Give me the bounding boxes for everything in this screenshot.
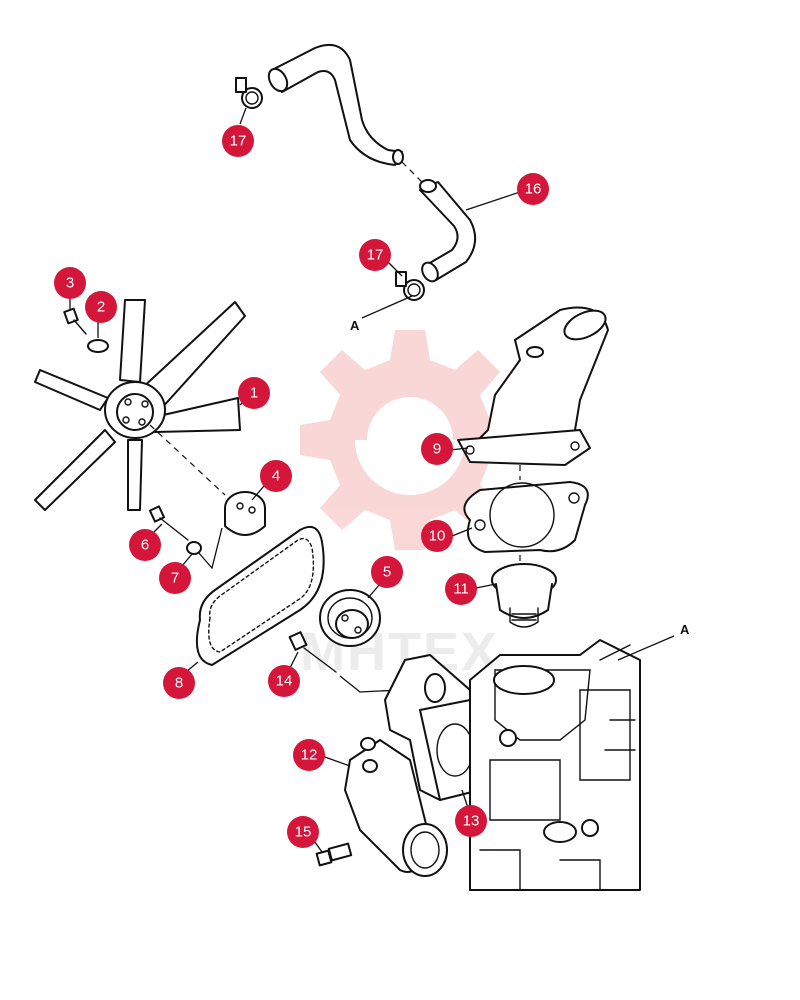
fan-axis-line — [149, 424, 226, 496]
cooling-fan — [34, 299, 246, 511]
fan-spacer — [224, 491, 266, 536]
pulley-bolt — [288, 631, 337, 673]
ref-label-a-lower: A — [680, 622, 690, 637]
watermark-gear-logo — [300, 330, 520, 550]
ref-label-a-upper: A — [350, 318, 360, 333]
svg-text:12: 12 — [301, 747, 318, 764]
svg-text:16: 16 — [525, 181, 542, 198]
drive-belt — [196, 526, 325, 666]
spacer-bolt — [148, 505, 189, 541]
svg-text:8: 8 — [175, 675, 183, 692]
svg-text:1: 1 — [250, 385, 258, 402]
spacer-washer — [186, 541, 202, 555]
callout-3: 3 — [54, 267, 86, 299]
lower-radiator-hose — [419, 179, 477, 283]
svg-text:17: 17 — [367, 247, 384, 264]
callout-4: 4 — [260, 460, 292, 492]
callout-7: 7 — [159, 562, 191, 594]
svg-text:17: 17 — [230, 133, 247, 150]
svg-text:9: 9 — [433, 441, 441, 458]
callout-11: 11 — [445, 573, 477, 605]
callout-12: 12 — [293, 739, 325, 771]
svg-text:13: 13 — [463, 813, 480, 830]
callout-5: 5 — [371, 556, 403, 588]
fan-bolt — [63, 307, 87, 335]
thermostat — [491, 563, 557, 628]
svg-text:14: 14 — [276, 673, 293, 690]
svg-text:15: 15 — [295, 824, 312, 841]
spacer-ref-line — [197, 527, 223, 570]
callout-10: 10 — [421, 520, 453, 552]
svg-text:5: 5 — [383, 564, 391, 581]
callout-9: 9 — [421, 433, 453, 465]
svg-text:2: 2 — [97, 299, 105, 316]
water-pump-pulley — [319, 589, 381, 647]
callout-14: 14 — [268, 665, 300, 697]
svg-text:11: 11 — [453, 581, 469, 598]
svg-text:4: 4 — [272, 468, 280, 485]
water-pump — [344, 654, 491, 877]
temperature-sensor — [315, 842, 353, 867]
fan-washer — [87, 339, 109, 353]
thermostat-gasket — [463, 481, 589, 553]
callout-15: 15 — [287, 816, 319, 848]
pulley-ref-line — [339, 675, 401, 693]
hose-clamp-lower — [395, 271, 425, 301]
ref-line-a-upper — [361, 295, 413, 319]
svg-text:3: 3 — [66, 275, 74, 292]
callout-6: 6 — [129, 529, 161, 561]
callout-16: 16 — [517, 173, 549, 205]
upper-radiator-hose — [267, 44, 404, 166]
callout-1: 1 — [238, 377, 270, 409]
callout-17-upper: 17 — [222, 125, 254, 157]
thermostat-housing — [457, 306, 609, 466]
callout-8: 8 — [163, 667, 195, 699]
svg-text:7: 7 — [171, 570, 179, 587]
callout-13: 13 — [455, 805, 487, 837]
svg-text:10: 10 — [429, 528, 446, 545]
svg-text:6: 6 — [141, 537, 149, 554]
engine-block — [469, 639, 641, 891]
hose-clamp-upper — [235, 77, 263, 109]
callout-17-lower: 17 — [359, 239, 391, 271]
ref-line-a-lower — [617, 635, 675, 661]
callout-2: 2 — [85, 291, 117, 323]
